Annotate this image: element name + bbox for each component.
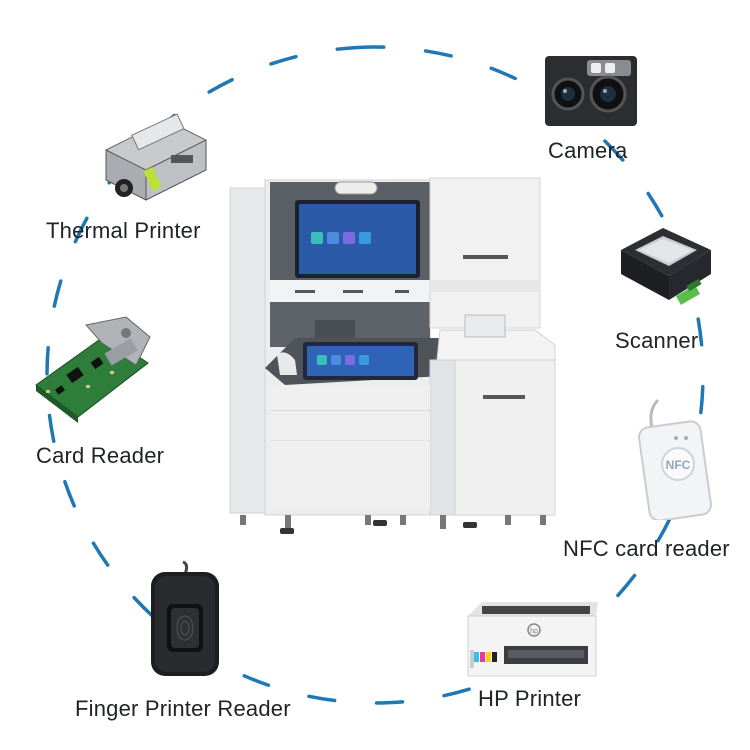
thermal-printer-image: [105, 113, 207, 201]
camera-label: Camera: [548, 138, 628, 163]
nfc-reader-image: NFC: [638, 398, 712, 520]
hp-printer-label: HP Printer: [478, 686, 582, 711]
card-reader-board-image: [35, 316, 151, 423]
kiosk-machine-image: [229, 177, 556, 534]
camera-module-image: [545, 56, 637, 126]
barcode-scanner-image: [621, 228, 711, 305]
hp-logo-text: hp: [530, 628, 538, 635]
nfc-card-reader-label: NFC card reader: [563, 536, 730, 561]
nfc-logo-text: NFC: [666, 458, 691, 472]
finger-printer-reader-label: Finger Printer Reader: [75, 696, 291, 721]
card-reader-label: Card Reader: [36, 443, 165, 468]
hp-printer-image: hp: [467, 602, 598, 677]
fingerprint-reader-image: [151, 560, 219, 676]
thermal-printer-label: Thermal Printer: [46, 218, 201, 243]
scanner-label: Scanner: [615, 328, 699, 353]
